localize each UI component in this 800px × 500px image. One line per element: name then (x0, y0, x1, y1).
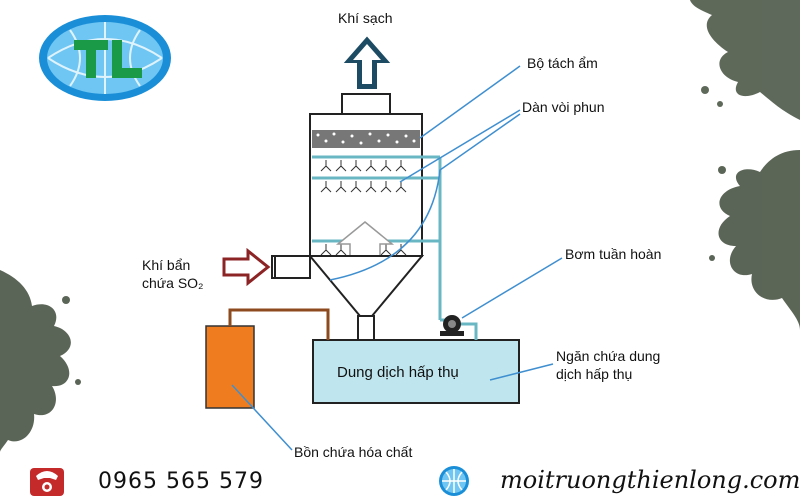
phone-icon (30, 468, 64, 496)
chemical-tank (205, 325, 255, 409)
demister-label: Bộ tách ẩm (527, 55, 598, 71)
decor-splash-top-right (690, 0, 800, 120)
dirty-gas-line-1: Khí bẩn (142, 257, 191, 273)
spray-array (312, 155, 442, 320)
phone-number: 0965 565 579 (98, 469, 264, 494)
dirty-gas-line-2: chứa SO₂ (142, 275, 204, 291)
tank-chamber-line-2: dịch hấp thụ (556, 366, 633, 382)
leader-lines (231, 65, 563, 451)
decor-splash-left (0, 270, 81, 452)
chemical-tank-label: Bồn chứa hóa chất (294, 444, 413, 460)
absorbent-liquid-label: Dung dịch hấp thụ (337, 364, 459, 381)
clean-gas-label: Khí sạch (338, 10, 393, 26)
tower-outlet (341, 93, 391, 115)
tower-cone (307, 255, 425, 317)
spray-nozzles (320, 160, 407, 256)
website-link[interactable]: moitruongthienlong.com (500, 466, 800, 494)
company-logo (39, 15, 171, 101)
gas-inlet (271, 255, 311, 279)
absorbent-tank (312, 339, 520, 404)
pump-label: Bơm tuần hoàn (565, 246, 662, 262)
dirty-gas-arrow (222, 247, 271, 287)
decor-splash-right (709, 150, 800, 330)
dirty-gas-label: Khí bẩn chứa SO₂ (142, 256, 204, 292)
pump-icon (440, 315, 478, 340)
chemical-pipe (228, 308, 330, 340)
tank-chamber-line-1: Ngăn chứa dung (556, 348, 661, 364)
spray-array-label: Dàn vòi phun (522, 99, 605, 115)
globe-icon (439, 466, 469, 496)
demister-packing (312, 130, 420, 148)
tank-chamber-label: Ngăn chứa dung dịch hấp thụ (556, 347, 660, 383)
